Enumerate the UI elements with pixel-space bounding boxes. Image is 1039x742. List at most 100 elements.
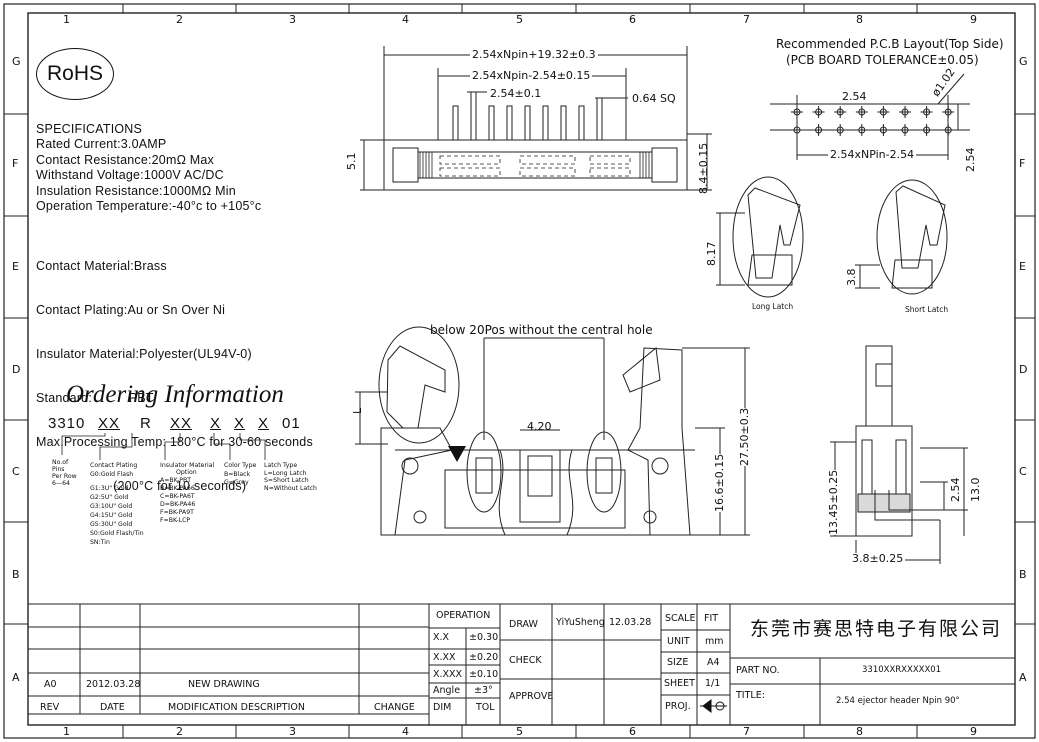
pins-top — [452, 91, 603, 141]
legend-line: L=Long Latch — [264, 469, 307, 477]
grid-col-label: 3 — [289, 725, 296, 738]
pcb-dim-pitch: 2.54 — [842, 90, 867, 103]
pcb-hole — [942, 124, 955, 136]
pcb-hole — [791, 106, 803, 118]
spec-line: Withstand Voltage:1000V AC/DC — [36, 168, 224, 182]
grid-row-label: D — [12, 363, 21, 376]
pcb-hole — [834, 106, 847, 118]
material-line: Contact Material:Brass — [36, 259, 167, 273]
tb-tol-value: ±0.10 — [469, 669, 499, 680]
legend-line: D=BK-PA46 — [160, 501, 196, 508]
legend-line: Option — [176, 469, 197, 476]
tb-sheet-value: 1/1 — [705, 678, 721, 689]
materials: Contact Material:Brass Contact Plating:A… — [36, 231, 313, 509]
top-view — [360, 46, 712, 191]
tb-scale-label: SCALE — [665, 613, 696, 624]
code-r: R — [140, 415, 152, 432]
material-line: Insulator Material:Polyester(UL94V-0) — [36, 347, 252, 361]
pcb-hole — [899, 124, 911, 136]
ordering-leaders — [61, 433, 266, 460]
tb-tol-label: Angle — [433, 685, 461, 696]
legend-line: F=BK-LCP — [160, 517, 191, 524]
code-pins: XX — [98, 415, 121, 432]
pcb-hole — [877, 124, 890, 136]
legend-line: B=BK-PA66 — [160, 485, 195, 492]
grid-col-label: 5 — [516, 13, 523, 26]
grid-row-label: C — [1019, 465, 1027, 478]
legend-line: C=BK-PA6T — [160, 493, 195, 500]
legend-line: G5:30U" Gold — [90, 520, 133, 528]
tb-check-label: CHECK — [509, 655, 542, 666]
pins-legend: No.of Pins Per Row 6—64 — [52, 459, 77, 487]
long-latch-dim: 8.17 — [705, 241, 718, 267]
code-plating: XX — [170, 415, 193, 432]
pcb-hole — [920, 106, 933, 118]
dim-depth: 8.4±0.15 — [697, 142, 710, 194]
pcb-hole — [855, 106, 868, 118]
pcb-hole — [812, 106, 825, 118]
description-header: MODIFICATION DESCRIPTION — [168, 702, 305, 713]
dim-total-width: 2.54xNpin+19.32±0.3 — [470, 48, 598, 61]
tb-part-no: 3310XXRXXXXX01 — [862, 665, 942, 675]
grid-row-label: D — [1019, 363, 1028, 376]
plating-legend: Contact Plating G0:Gold Flash G1:3U" Gol… — [90, 462, 144, 548]
material-line: (200°C for 10 seconds) — [36, 479, 247, 493]
legend-line: Latch Type — [264, 462, 298, 469]
pcb-subtitle: (PCB BOARD TOLERANCE±0.05) — [786, 53, 979, 67]
tb-size-label: SIZE — [667, 657, 689, 668]
title-block-lines — [28, 603, 1015, 725]
pcb-title: Recommended P.C.B Layout(Top Side) — [776, 37, 1004, 51]
dim-pin-span: 2.54xNpin-2.54±0.15 — [470, 69, 593, 82]
latch-legend: Latch Type L=Long Latch S=Short Latch N=… — [264, 462, 317, 492]
legend-line: G0:Gold Flash — [90, 471, 134, 478]
grid-col-label: 8 — [856, 725, 863, 738]
rev-description: NEW DRAWING — [188, 679, 260, 690]
code-latch: X — [258, 415, 270, 432]
short-latch-dim: 3.8 — [845, 268, 858, 287]
ordering-title: Ordering Information — [66, 381, 284, 408]
dim-pin-sq: 0.64 SQ — [632, 92, 676, 105]
legend-line: G2:5U" Gold — [90, 493, 129, 501]
color-legend: Color Type B=Black G=Grey — [224, 462, 256, 487]
material-line: Standard: PBT — [36, 391, 154, 405]
rev-date: 2012.03.28 — [86, 679, 141, 690]
side-dim-c: 13.0 — [969, 477, 982, 502]
projection-symbol-icon — [700, 699, 727, 713]
pcb-holes — [791, 106, 955, 136]
pcb-hole — [920, 124, 933, 136]
spec-line: Rated Current:3.0AMP — [36, 137, 167, 151]
tb-tol-header: TOL — [476, 702, 495, 713]
dim-height: 5.1 — [345, 152, 358, 171]
insulator-legend: Insulator Material Option A=BK-PBT B=BK-… — [160, 462, 214, 525]
tb-size-value: A4 — [707, 657, 720, 668]
rev-header: REV — [40, 702, 60, 713]
code-insulator: X — [210, 415, 222, 432]
legend-line: Color Type — [224, 462, 257, 469]
grid-col-label: 1 — [63, 725, 70, 738]
tb-drawer: YiYuSheng — [556, 617, 605, 628]
code-suffix: 01 — [282, 415, 301, 432]
legend-line: Per Row — [52, 473, 77, 480]
grid-col-label: 6 — [629, 13, 636, 26]
side-dim-d: 3.8±0.25 — [850, 552, 906, 565]
legend-line: F=BK-PA9T — [160, 509, 194, 516]
legend-line: Insulator Material — [160, 462, 215, 469]
legend-line: Pins — [52, 466, 65, 473]
grid-col-label: 9 — [970, 13, 977, 26]
grid-col-label: 9 — [970, 725, 977, 738]
legend-line: Contact Plating — [90, 462, 138, 469]
tb-proj-label: PROJ. — [665, 701, 691, 712]
rohs-text: RoHS — [46, 62, 104, 85]
material-line: Max.Processing Temp: 180°C for 30-60 sec… — [36, 435, 313, 449]
change-header: CHANGE — [374, 702, 415, 713]
legend-line: N=Without Latch — [264, 484, 317, 492]
legend-line: SN:Tin — [90, 538, 110, 546]
tb-draw-date: 12.03.28 — [609, 617, 652, 628]
spec-heading: SPECIFICATIONS — [36, 122, 143, 136]
pcb-hole — [877, 106, 890, 118]
dim-total-height: 27.50±0.3 — [738, 407, 751, 466]
grid-row-label: A — [1019, 671, 1027, 684]
grid-row-label: B — [12, 568, 20, 581]
tb-tol-value: ±0.30 — [469, 632, 499, 643]
